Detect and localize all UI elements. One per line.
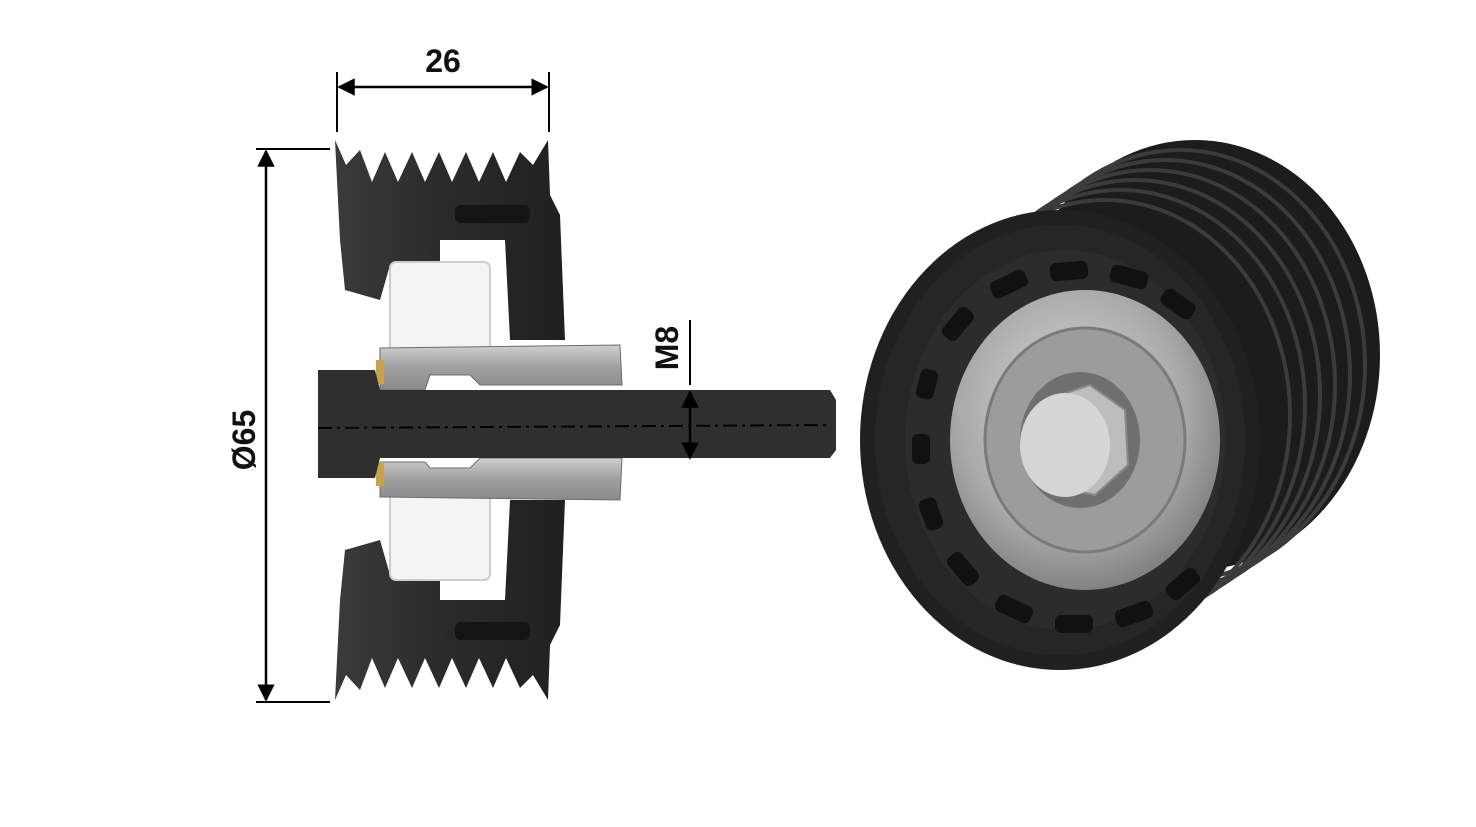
upper-slot — [455, 205, 530, 223]
lower-slot — [455, 622, 530, 640]
upper-sleeve — [379, 344, 623, 391]
width-dimension: 26 — [336, 43, 550, 132]
cross-section-view — [317, 140, 836, 700]
upper-washer — [376, 360, 384, 384]
pulley-upper-section — [335, 140, 565, 340]
thread-label: M8 — [649, 326, 685, 370]
pulley-3d-view — [860, 140, 1380, 670]
lower-bearing — [389, 489, 491, 581]
width-label: 26 — [425, 43, 461, 79]
upper-bearing — [389, 261, 491, 353]
diameter-label: Ø65 — [226, 410, 262, 470]
thread-dimension: M8 — [649, 320, 699, 460]
center-line — [317, 424, 831, 429]
bolt — [318, 370, 836, 478]
diameter-dimension: Ø65 — [226, 148, 330, 703]
spoke-windows — [912, 260, 1201, 633]
pulley-lower-section — [335, 500, 565, 700]
lower-sleeve — [379, 457, 623, 501]
lower-washer — [376, 462, 384, 486]
